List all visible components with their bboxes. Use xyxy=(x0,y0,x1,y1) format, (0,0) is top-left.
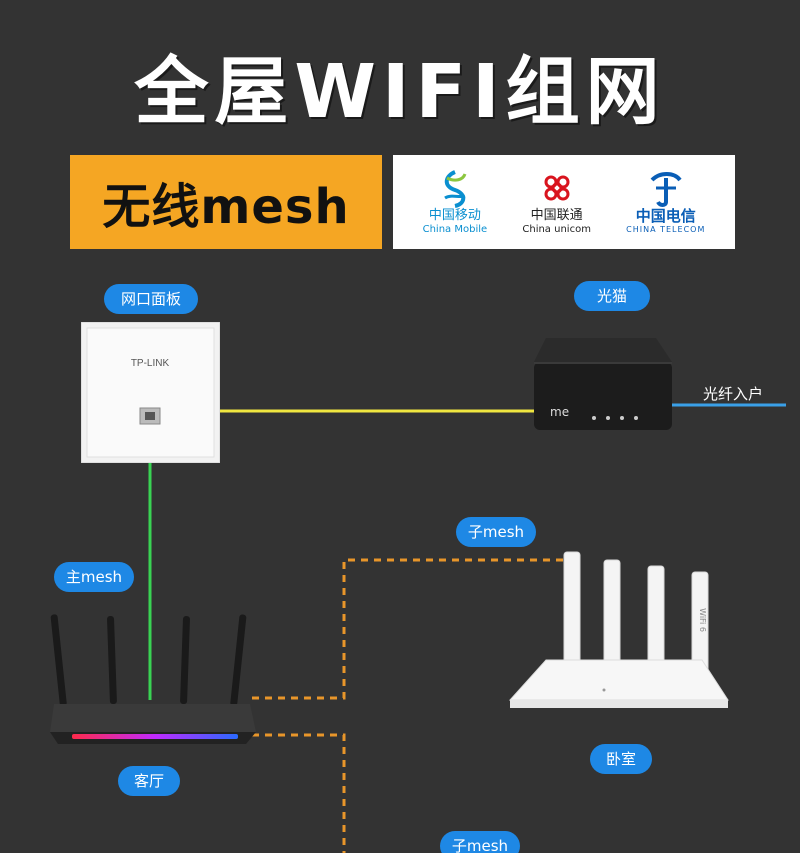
china-unicom-name-en: China unicom xyxy=(522,224,591,235)
rgb-light-strip xyxy=(72,734,238,739)
optical-modem: me xyxy=(532,332,676,436)
china-telecom-logo-icon xyxy=(646,168,686,208)
sub-mesh-router-bedroom: WiFi 6 xyxy=(506,550,732,720)
china-mobile-logo-icon xyxy=(435,168,475,208)
label-sub-mesh-2: 子mesh xyxy=(440,831,520,853)
china-telecom-name: 中国电信 xyxy=(635,207,696,225)
label-fiber: 光纤入户 xyxy=(703,385,764,403)
ethernet-wall-panel: TP-LINK xyxy=(80,321,221,464)
label-bedroom: 卧室 xyxy=(590,744,652,774)
wifi6-badge: WiFi 6 xyxy=(698,608,707,632)
subtitle-text: 无线mesh xyxy=(102,179,350,235)
main-mesh-router xyxy=(46,612,258,752)
label-main-mesh: 主mesh xyxy=(54,562,134,592)
mesh-link-lower xyxy=(252,733,346,853)
china-mobile-name-en: China Mobile xyxy=(422,224,488,235)
carrier-china-unicom: 中国联通 China unicom xyxy=(522,168,591,236)
china-unicom-name: 中国联通 xyxy=(530,208,583,223)
label-modem: 光猫 xyxy=(574,281,650,311)
carrier-china-mobile: 中国移动 China Mobile xyxy=(422,168,488,236)
label-sub-mesh-1: 子mesh xyxy=(456,517,536,547)
china-telecom-name-en: CHINA TELECOM xyxy=(626,225,706,234)
carrier-logos: 中国移动 China Mobile 中国联通 China unicom 中国电信… xyxy=(393,155,735,249)
page-title: 全屋WIFI组网 xyxy=(134,49,666,135)
panel-brand-label: TP-LINK xyxy=(131,358,170,369)
mesh-link-bedroom xyxy=(252,558,568,700)
china-unicom-logo-icon xyxy=(537,168,577,208)
label-living-room: 客厅 xyxy=(118,766,180,796)
subtitle-banner: 无线mesh xyxy=(70,155,382,249)
modem-brand-label: me xyxy=(550,405,569,419)
label-panel: 网口面板 xyxy=(104,284,198,314)
carrier-china-telecom: 中国电信 CHINA TELECOM xyxy=(626,168,705,236)
china-mobile-name: 中国移动 xyxy=(428,208,481,223)
